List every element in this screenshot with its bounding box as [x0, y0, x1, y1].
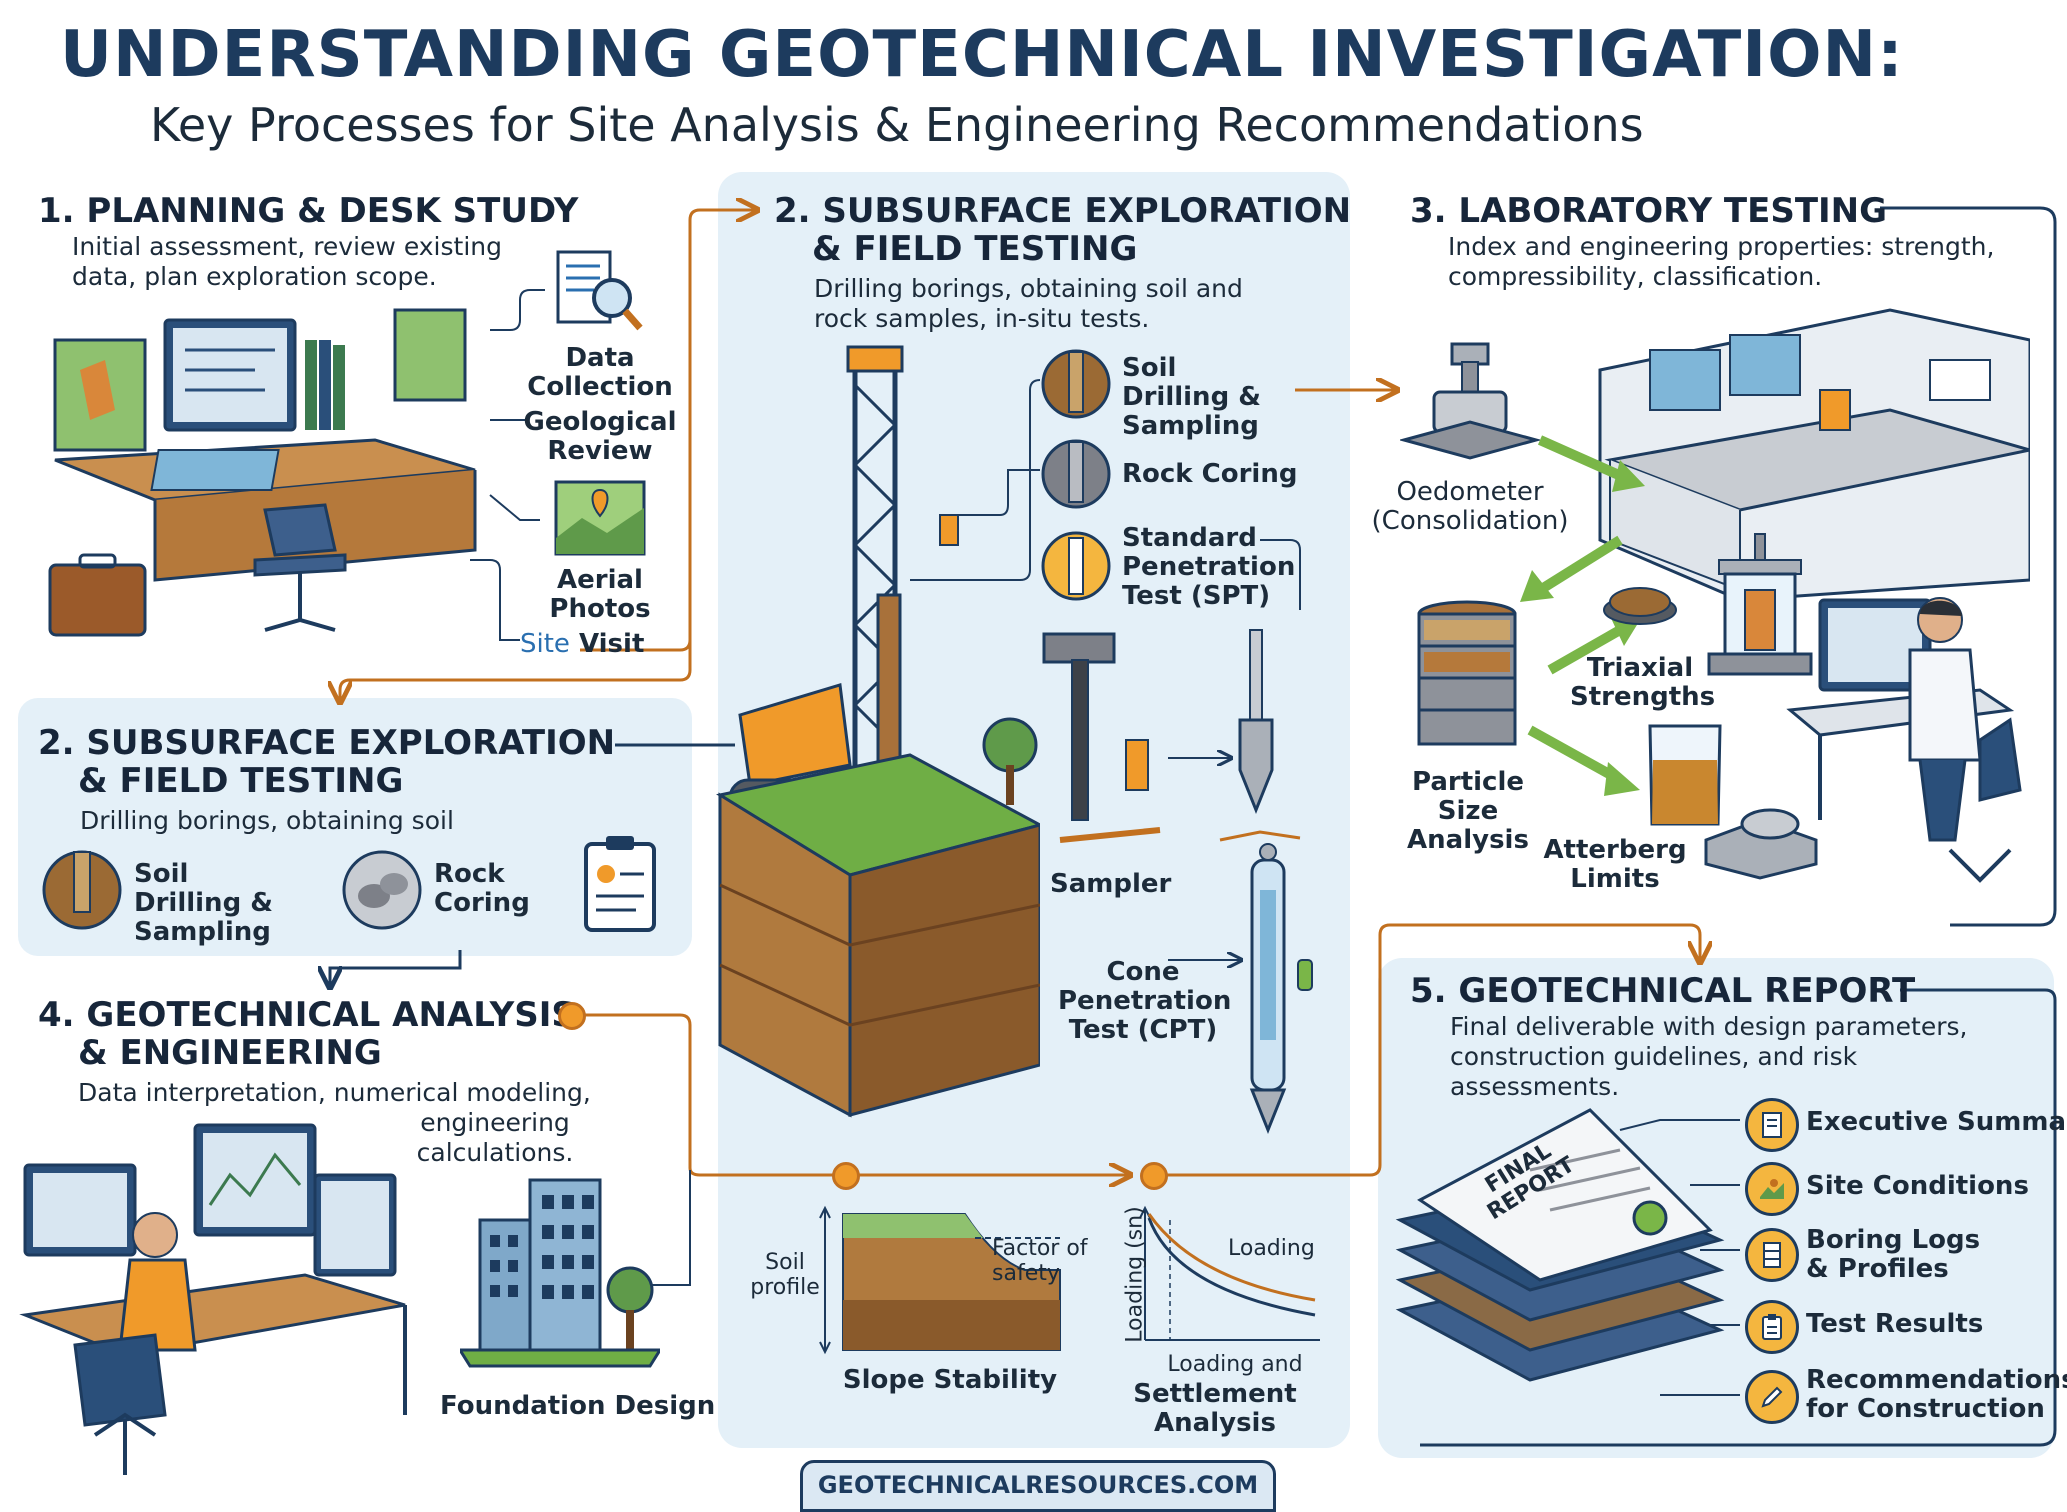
exploration-small-heading-line2: & FIELD TESTING	[78, 761, 404, 801]
lab-flow-arrows	[1520, 435, 1645, 796]
oedometer-label-line2: (Consolidation)	[1371, 506, 1569, 536]
spt-hammer-sampler-illustration	[1042, 629, 1301, 843]
analysis-heading-line1: 4. GEOTECHNICAL ANALYSIS	[38, 995, 576, 1035]
geological-review-label: Geological Review	[523, 407, 677, 466]
footer-url: GEOTECHNICALRESOURCES.COM	[800, 1460, 1276, 1512]
boring-logs-icon	[1745, 1228, 1799, 1282]
exploration-small-heading-line1: 2. SUBSURFACE EXPLORATION	[38, 723, 616, 763]
rock-coring-label: Rock Coring	[1122, 459, 1298, 489]
test-results-label: Test Results	[1806, 1309, 1984, 1339]
settlement-curve-label: Loading	[1228, 1236, 1315, 1261]
engineer-workstation-illustration	[19, 1123, 407, 1475]
spt-icon	[1040, 530, 1112, 602]
boring-logs-label: Boring Logs & Profiles	[1806, 1225, 1981, 1284]
analysis-description-line1: Data interpretation, numerical modeling,	[78, 1078, 591, 1107]
planning-description: Initial assessment, review existing data…	[72, 232, 502, 291]
analysis-description-line2: engineering calculations.	[416, 1108, 574, 1167]
exploration-heading-line2: & FIELD TESTING	[812, 229, 1138, 269]
clipboard-icon	[580, 834, 660, 934]
aerial-photos-icon	[552, 478, 648, 558]
lab-room-illustration	[1598, 308, 2030, 600]
exploration-small-description: Drilling borings, obtaining soil	[80, 806, 454, 835]
site-visit-label: Site Visit	[520, 630, 644, 659]
settlement-ylabel: Loading (sn)	[1122, 1206, 1148, 1343]
settlement-chart	[1139, 1205, 1320, 1341]
exploration-heading-line1: 2. SUBSURFACE EXPLORATION	[774, 191, 1352, 231]
site-conditions-label: Site Conditions	[1806, 1171, 2029, 1201]
office-desk-illustration	[48, 308, 477, 637]
small-soil-drilling-label: Soil Drilling & Sampling	[134, 859, 273, 947]
oedometer-icon	[1400, 342, 1540, 460]
soil-sample-icon	[40, 848, 124, 932]
particle-size-label: Particle Size Analysis	[1407, 767, 1529, 855]
cpt-label: Cone Penetration Test (CPT)	[1058, 957, 1232, 1045]
factor-of-safety-label: Factor of safety	[992, 1236, 1088, 1286]
sampler-label: Sampler	[1050, 869, 1172, 899]
analysis-marker-dot	[558, 1002, 586, 1030]
rock-coring-icon	[1040, 438, 1112, 510]
planning-heading: 1. PLANNING & DESK STUDY	[38, 191, 579, 231]
rock-coring-small-icon	[340, 848, 424, 932]
exploration-description: Drilling borings, obtaining soil and roc…	[814, 274, 1243, 333]
slope-marker-dot	[832, 1162, 860, 1190]
recommendations-label: Recommendations for Construction	[1806, 1365, 2067, 1424]
recommendations-pencil-icon	[1745, 1370, 1799, 1424]
spt-label: Standard Penetration Test (SPT)	[1122, 523, 1296, 611]
beaker-icon	[1648, 724, 1722, 826]
soil-specimen-icon	[1603, 587, 1677, 625]
test-results-icon	[1745, 1300, 1799, 1354]
laboratory-heading: 3. LABORATORY TESTING	[1410, 191, 1888, 231]
triaxial-label: Triaxial Strengths	[1570, 653, 1716, 712]
data-collection-label: Data Collection	[527, 343, 673, 402]
soil-drilling-label: Soil Drilling & Sampling	[1122, 353, 1261, 441]
site-visit-suffix: Visit	[578, 629, 645, 659]
slope-stability-label: Slope Stability	[842, 1365, 1058, 1395]
site-conditions-icon	[1745, 1162, 1799, 1216]
settlement-xlabel: Loading and	[1167, 1352, 1303, 1377]
final-report-books-illustration	[1395, 1108, 1725, 1382]
slope-stability-diagram	[819, 1205, 1061, 1355]
page-subtitle: Key Processes for Site Analysis & Engine…	[150, 98, 1644, 152]
atterberg-label: Atterberg Limits	[1543, 835, 1687, 894]
soil-profile-label: Soil profile	[750, 1250, 820, 1300]
liquid-limit-device-icon	[1704, 808, 1818, 880]
triaxial-cell-icon	[1707, 533, 1813, 676]
executive-summary-icon	[1745, 1098, 1799, 1152]
foundation-design-label: Foundation Design	[440, 1391, 716, 1421]
buildings-illustration	[460, 1178, 660, 1368]
cpt-probe-illustration	[1249, 843, 1313, 1135]
executive-summary-label: Executive Summary	[1806, 1107, 2067, 1137]
analysis-heading-line2: & ENGINEERING	[78, 1033, 382, 1073]
small-rock-coring-label: Rock Coring	[434, 859, 530, 918]
settlement-analysis-label: Settlement Analysis	[1133, 1379, 1297, 1438]
laboratory-description: Index and engineering properties: streng…	[1448, 232, 1995, 291]
report-description: Final deliverable with design parameters…	[1450, 1012, 1968, 1101]
sieve-stack-icon	[1417, 600, 1517, 746]
lab-technician-illustration	[1786, 597, 2022, 883]
site-visit-prefix: Site	[520, 629, 570, 659]
oedometer-label-line1: Oedometer	[1396, 477, 1544, 507]
drilling-rig-illustration	[716, 345, 1040, 1118]
data-collection-icon	[548, 248, 648, 338]
settlement-marker-dot	[1140, 1162, 1168, 1190]
aerial-photos-label: Aerial Photos	[549, 565, 651, 624]
soil-drilling-icon	[1040, 348, 1112, 420]
page-title: UNDERSTANDING GEOTECHNICAL INVESTIGATION…	[60, 18, 1904, 92]
report-heading: 5. GEOTECHNICAL REPORT	[1410, 971, 1916, 1011]
